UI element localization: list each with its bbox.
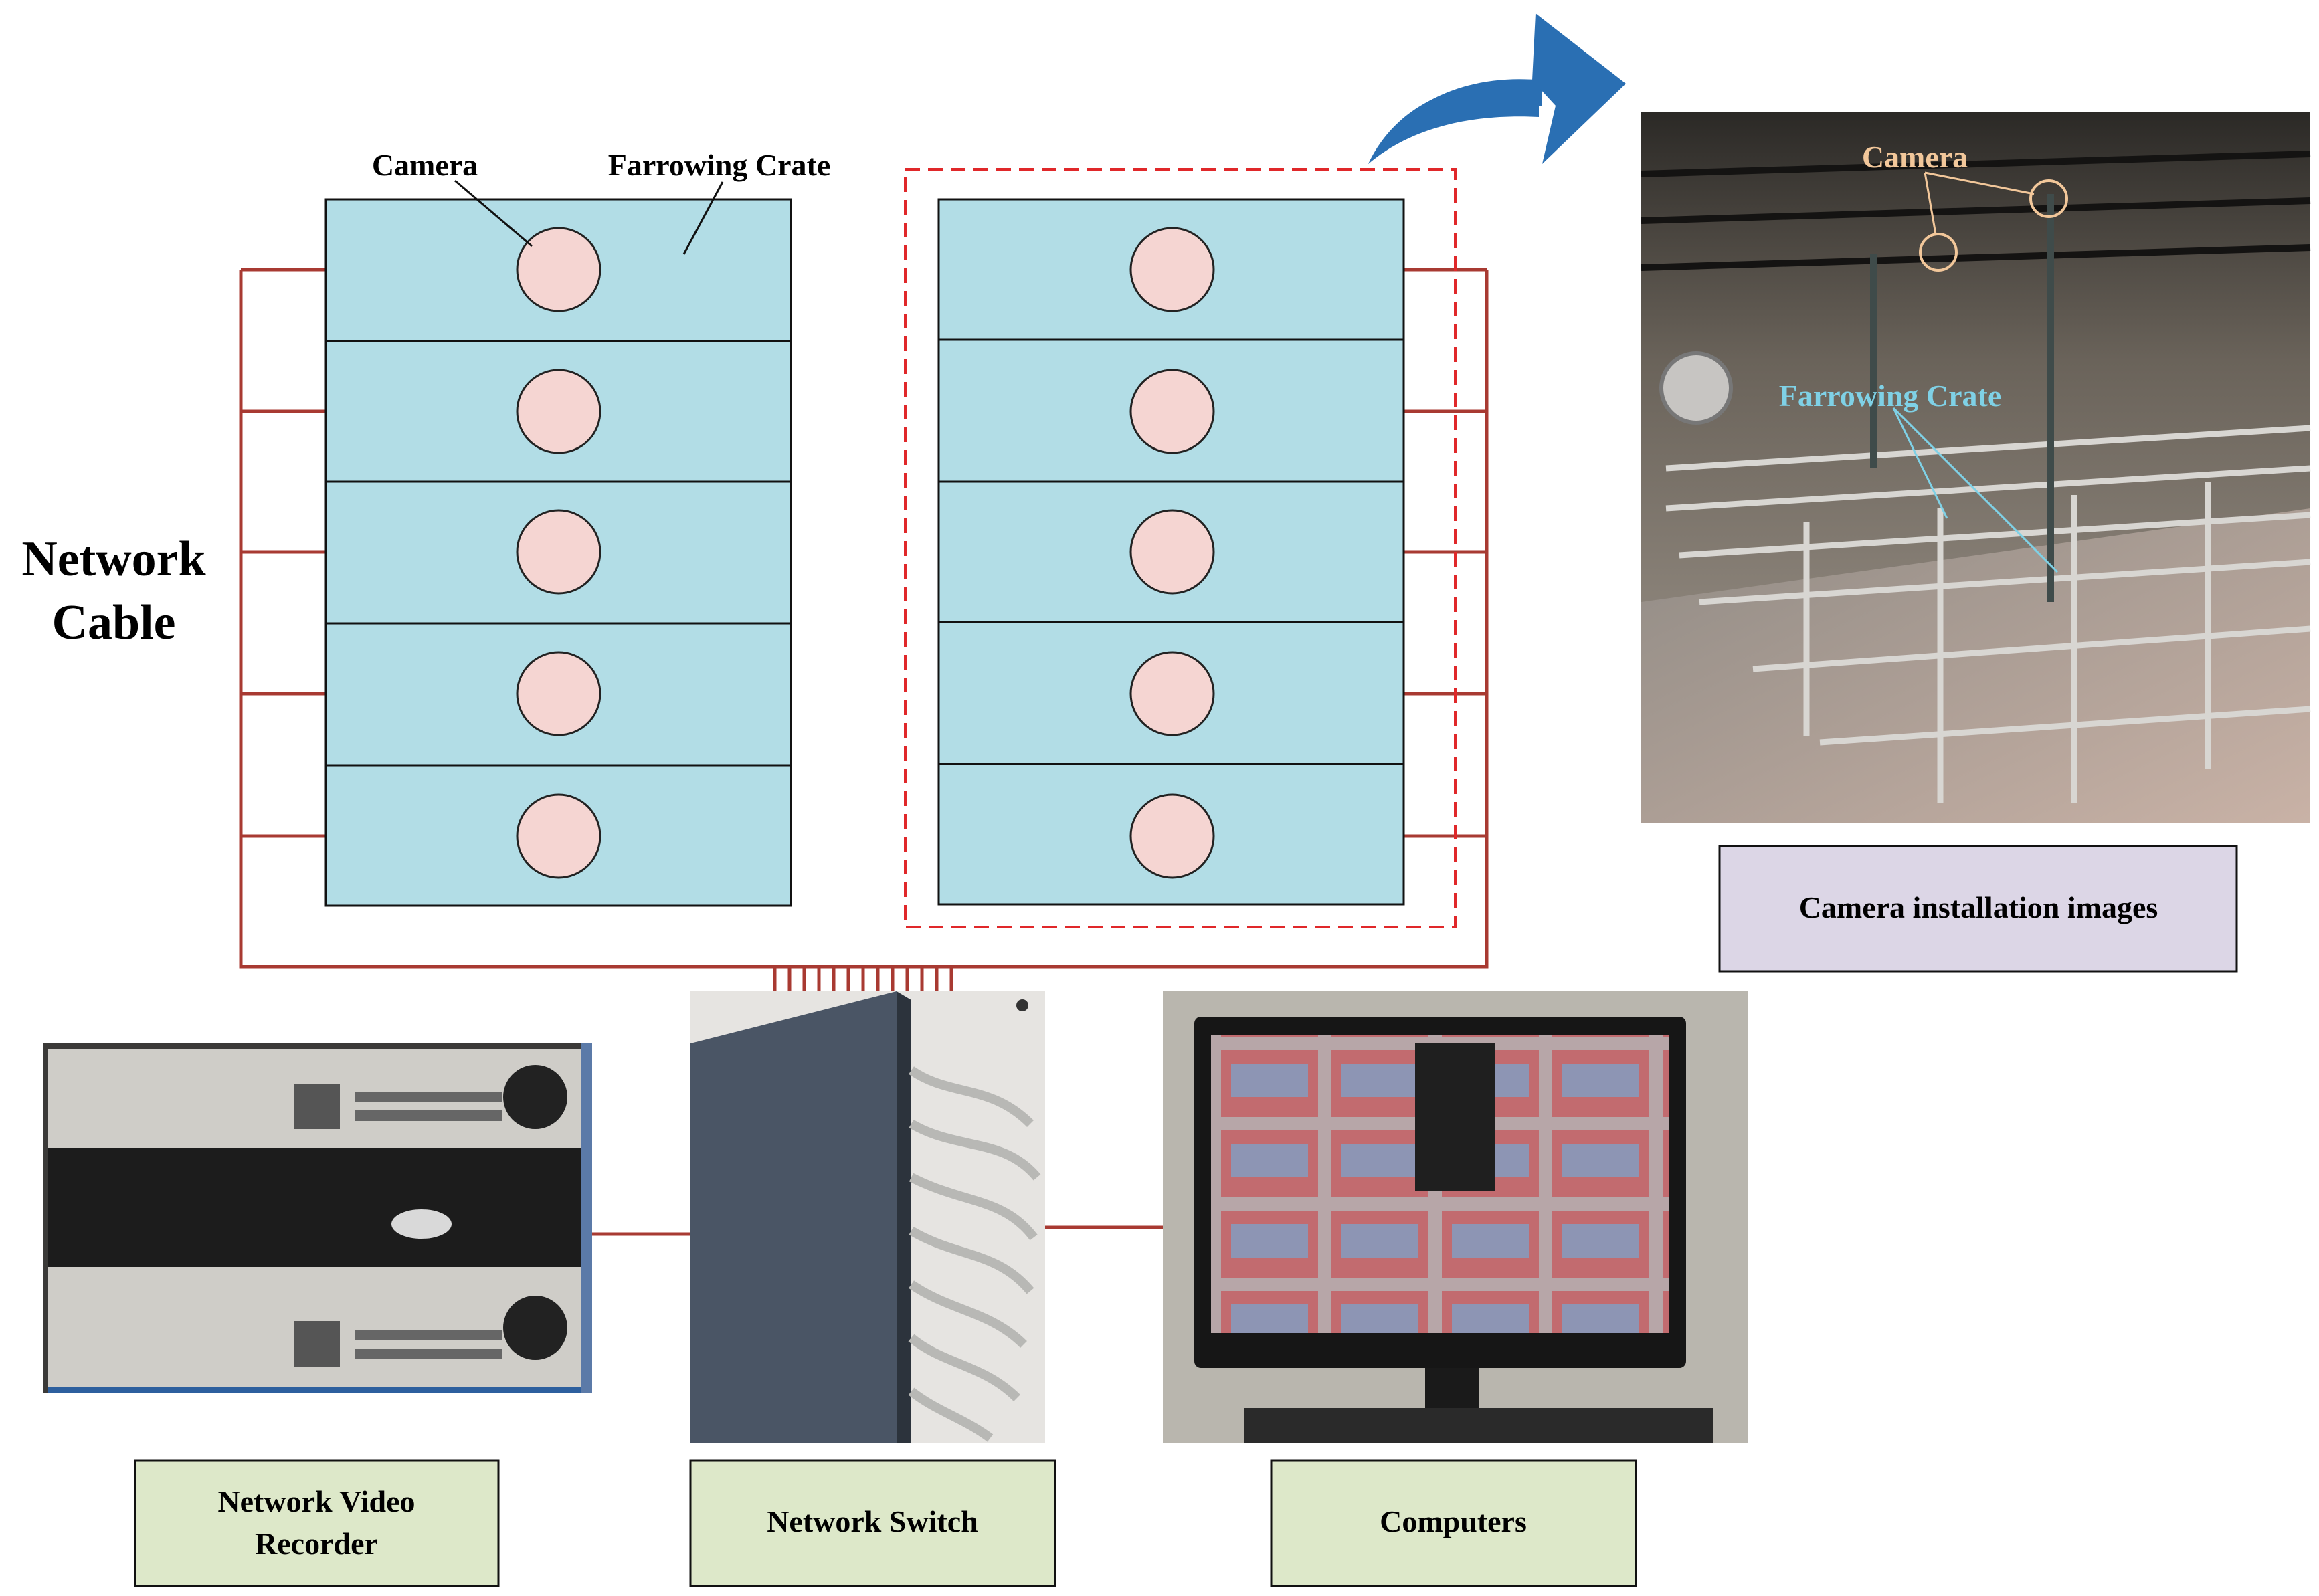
camera-icon — [516, 509, 601, 595]
camera-icon — [516, 369, 601, 454]
farrowing-crate-pointer-line — [682, 181, 724, 255]
cameras-right — [1129, 227, 1215, 879]
camera-icon — [516, 227, 601, 312]
computers-label: Computers — [1380, 1504, 1527, 1538]
camera-icon — [1129, 369, 1215, 454]
camera-icon — [1129, 651, 1215, 736]
camera-installation-box — [1718, 845, 2238, 973]
network-switch-label: Network Switch — [767, 1504, 978, 1538]
camera-icon — [1129, 509, 1215, 595]
network-switch-photo — [690, 991, 1045, 1443]
camera-icon — [1129, 793, 1215, 879]
camera-installation-label: Camera installation images — [1799, 890, 2158, 924]
camera-icon — [516, 651, 601, 736]
right-cable-trunk — [953, 270, 1489, 969]
highlight-dashed-box — [904, 168, 1457, 928]
farrowing-crate-label: Farrowing Crate — [608, 148, 831, 182]
switch-uplink-bundle — [773, 967, 953, 991]
camera-icon — [1129, 227, 1215, 312]
nvr-label: Network Video — [217, 1484, 415, 1518]
left-cable-trunk — [239, 270, 769, 969]
computer-monitor-photo — [1163, 991, 1748, 1443]
computers-box — [1270, 1459, 1637, 1587]
camera-icon — [516, 793, 601, 879]
camera-icon — [1919, 233, 1958, 272]
curved-arrow-icon — [1368, 13, 1626, 164]
photo-farrowing-crate-label: Farrowing Crate — [1779, 379, 2002, 413]
photo-camera-label: Camera — [1862, 140, 1968, 174]
nvr-label-line2: Recorder — [255, 1526, 378, 1561]
network-cable-label: Network — [21, 532, 206, 587]
camera-pointer-line — [454, 179, 533, 247]
nvr-box — [134, 1459, 500, 1587]
network-switch-box — [689, 1459, 1056, 1587]
network-video-recorder-photo — [43, 1043, 592, 1393]
barn-camera-installation-photo: Camera Farrowing Crate — [1641, 112, 2311, 823]
camera-icon — [2029, 179, 2068, 218]
network-cable-label-line2: Cable — [52, 595, 176, 650]
camera-label: Camera — [372, 148, 478, 182]
cameras-left — [516, 227, 601, 879]
